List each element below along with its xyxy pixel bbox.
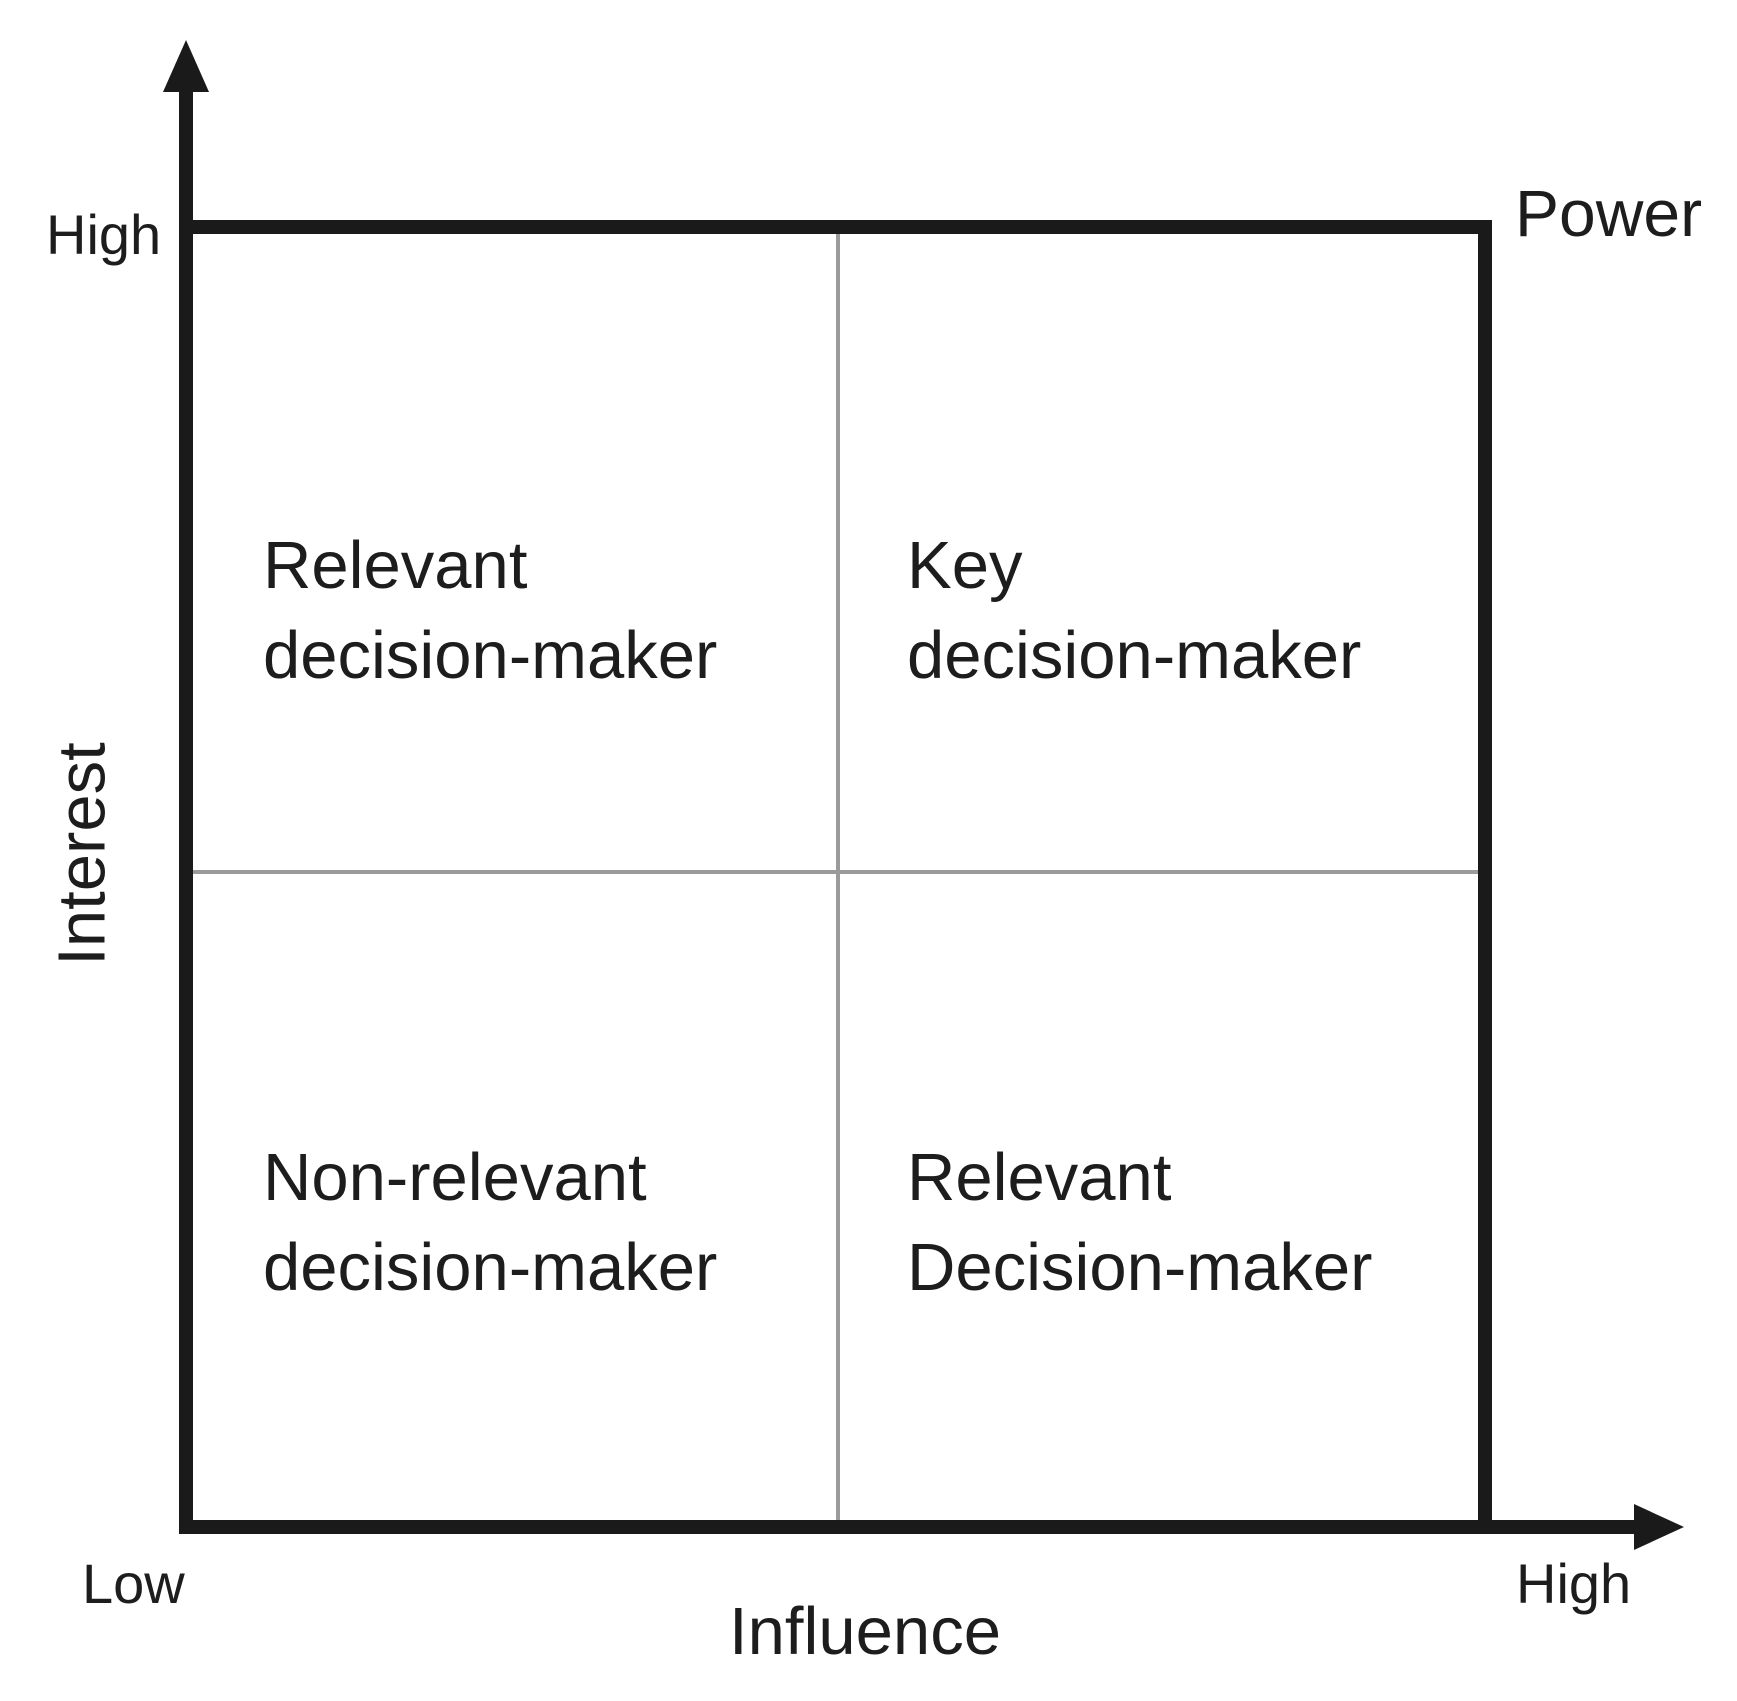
y-axis-high-label: High [46,203,162,266]
quadrant-bottom-left-line1: Non-relevant [263,1140,647,1215]
quadrant-bottom-left-line2: decision-maker [263,1230,718,1305]
x-axis-low-label: Low [82,1552,185,1615]
x-axis-high-label: High [1516,1552,1632,1615]
quadrant-bottom-right-line2: Decision-maker [907,1230,1373,1305]
quadrant-top-right-line1: Key [907,528,1023,603]
quadrant-top-left-label: Relevant decision-maker [263,521,717,701]
quadrant-top-left-line2: decision-maker [263,618,718,693]
power-axis-title: Power [1515,176,1703,250]
quadrant-bottom-right-label: Relevant Decision-maker [907,1133,1372,1313]
y-axis-title: Interest [44,742,120,966]
quadrant-bottom-left-label: Non-relevant decision-maker [263,1133,717,1313]
x-axis-arrowhead-icon [1634,1504,1684,1550]
quadrant-top-right-label: Key decision-maker [907,521,1361,701]
x-axis-title: Influence [729,1594,1001,1669]
quadrant-top-right-line2: decision-maker [907,618,1362,693]
quadrant-top-left-line1: Relevant [263,528,528,603]
y-axis-arrowhead-icon [163,40,209,92]
quadrant-bottom-right-line1: Relevant [907,1140,1172,1215]
